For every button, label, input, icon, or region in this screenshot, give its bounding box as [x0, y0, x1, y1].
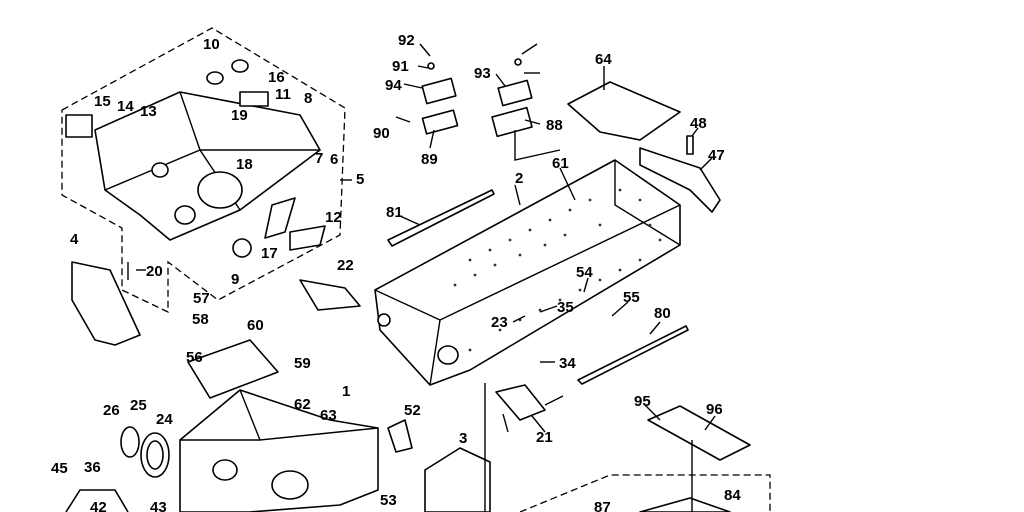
callout-6: 6	[330, 151, 338, 168]
callout-54: 54	[576, 264, 593, 281]
callout-84: 84	[724, 487, 741, 504]
lower-frame-assembly	[179, 339, 379, 512]
callout-93: 93	[474, 65, 491, 82]
callout-17: 17	[261, 245, 278, 262]
callout-36: 36	[84, 459, 101, 476]
main-frame	[374, 159, 681, 386]
callout-25: 25	[130, 397, 147, 414]
callout-92a: 92	[398, 32, 415, 49]
mount-left	[421, 62, 459, 135]
leader-lines	[127, 43, 716, 512]
coupling-24	[120, 426, 170, 478]
callout-62: 62	[294, 396, 311, 413]
tray-95-96	[647, 405, 751, 461]
callout-52: 52	[404, 402, 421, 419]
bracket-47	[639, 147, 721, 213]
callout-15: 15	[94, 93, 111, 110]
callout-5: 5	[356, 171, 364, 188]
callout-60a: 60	[247, 317, 264, 334]
callout-23a: 23	[491, 314, 508, 331]
callout-9: 9	[231, 271, 239, 288]
callout-20: 20	[146, 263, 163, 280]
callout-53: 53	[380, 492, 397, 509]
callout-34: 34	[559, 355, 576, 372]
callout-3: 3	[459, 430, 467, 447]
strip-81	[387, 189, 495, 247]
callout-14a: 14	[117, 98, 134, 115]
callout-56: 56	[186, 349, 203, 366]
callout-35: 35	[557, 299, 574, 316]
callout-48: 48	[690, 115, 707, 132]
callout-45: 45	[51, 460, 68, 477]
mount-right	[491, 58, 533, 138]
callout-58: 58	[192, 311, 209, 328]
callout-63: 63	[320, 407, 337, 424]
upper-frame-assembly	[65, 59, 326, 258]
callout-80: 80	[654, 305, 671, 322]
callout-89: 89	[421, 151, 438, 168]
callout-1: 1	[342, 383, 350, 400]
bracket-52	[387, 419, 413, 453]
callout-4: 4	[70, 231, 79, 248]
handle-36	[65, 489, 129, 512]
callout-16a: 16	[268, 69, 285, 86]
callout-87: 87	[594, 499, 611, 512]
callout-26: 26	[103, 402, 120, 419]
callout-90a: 90	[373, 125, 390, 142]
callout-47: 47	[708, 147, 725, 164]
bracket-4	[71, 261, 141, 346]
callout-19: 19	[231, 107, 248, 124]
callout-10a: 10	[203, 36, 220, 53]
assembly-boundary-upper	[61, 27, 346, 314]
callout-13: 13	[140, 103, 157, 120]
bracket-21	[495, 384, 546, 421]
callout-18: 18	[236, 156, 253, 173]
callout-95: 95	[634, 393, 651, 410]
callout-61: 61	[552, 155, 569, 172]
callout-43: 43	[150, 499, 167, 512]
callout-57a: 57	[193, 290, 210, 307]
callout-12: 12	[325, 209, 342, 226]
callout-7: 7	[315, 150, 323, 167]
callout-59: 59	[294, 355, 311, 372]
callout-8: 8	[304, 90, 312, 107]
callout-94: 94	[385, 77, 402, 94]
callout-81: 81	[386, 204, 403, 221]
callout-55: 55	[623, 289, 640, 306]
bolt-48	[686, 135, 694, 155]
callout-11: 11	[275, 86, 291, 103]
callout-2: 2	[515, 170, 523, 187]
callout-96: 96	[706, 401, 723, 418]
box-84	[639, 497, 731, 512]
callout-labels: 92 91 94 93 90 89 88 64 48 47 10 16 11 1…	[51, 32, 741, 512]
assembly-boundary-lower	[519, 474, 771, 512]
callout-22: 22	[337, 257, 354, 274]
strip-80	[577, 325, 689, 385]
callout-21: 21	[536, 429, 553, 446]
bracket-22	[299, 279, 361, 311]
plate-64	[567, 81, 681, 141]
callout-64: 64	[595, 51, 612, 68]
callout-91a: 91	[392, 58, 409, 75]
housing-3	[424, 447, 491, 512]
callout-88: 88	[546, 117, 563, 134]
callout-42: 42	[90, 499, 107, 512]
callout-24: 24	[156, 411, 173, 428]
